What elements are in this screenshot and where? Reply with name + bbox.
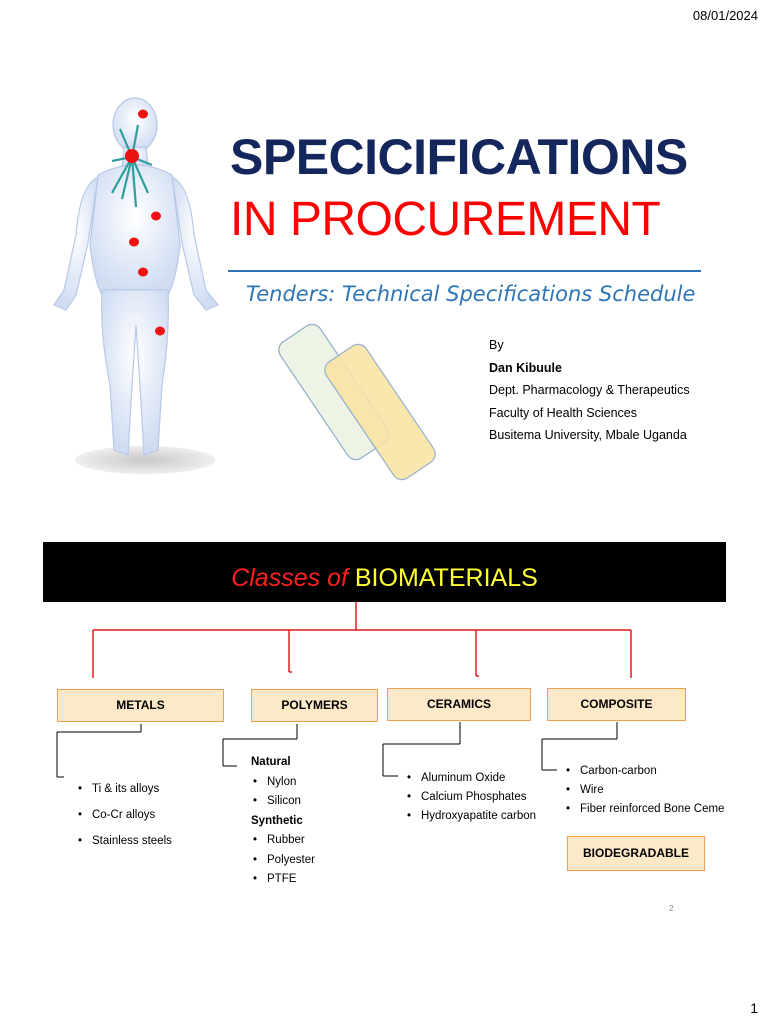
natural-heading: Natural bbox=[251, 756, 291, 768]
list-item: Ti & its alloys bbox=[76, 776, 172, 802]
list-item: Hydroxyapatite carbon bbox=[405, 807, 536, 826]
composite-list: Carbon-carbon Wire Fiber reinforced Bone… bbox=[564, 762, 726, 819]
banner-title-part2: BIOMATERIALS bbox=[354, 564, 538, 592]
page-number: 1 bbox=[750, 1000, 758, 1016]
metals-box: METALS bbox=[57, 689, 224, 722]
list-item: Nylon bbox=[251, 773, 315, 793]
subtitle: Tenders: Technical Specifications Schedu… bbox=[246, 282, 696, 306]
list-item: Fiber reinforced Bone Ceme bbox=[564, 800, 726, 819]
banner-title: Classes of BIOMATERIALS bbox=[43, 542, 726, 602]
author-name: Dan Kibuule bbox=[489, 360, 562, 375]
list-item: Stainless steels bbox=[76, 828, 172, 854]
date-label: 08/01/2024 bbox=[692, 8, 758, 23]
list-item: Aluminum Oxide bbox=[405, 769, 536, 788]
title-line-2: IN PROCUREMENT bbox=[230, 193, 661, 246]
author-university: Busitema University, Mbale Uganda bbox=[489, 428, 687, 442]
decorative-rectangles bbox=[278, 323, 436, 481]
list-item: Rubber bbox=[251, 831, 315, 851]
title-divider bbox=[228, 270, 701, 272]
human-body-illustration bbox=[53, 97, 219, 474]
banner-title-part1: Classes of bbox=[231, 564, 355, 592]
list-item: Calcium Phosphates bbox=[405, 788, 536, 807]
author-block: By Dan Kibuule Dept. Pharmacology & Ther… bbox=[489, 334, 690, 447]
ceramics-box: CERAMICS bbox=[387, 688, 531, 721]
author-faculty: Faculty of Health Sciences bbox=[489, 405, 637, 420]
biodegradable-box: BIODEGRADABLE bbox=[567, 836, 705, 871]
author-by: By bbox=[489, 338, 504, 352]
author-department: Dept. Pharmacology & Therapeutics bbox=[489, 383, 690, 397]
list-item: PTFE bbox=[251, 870, 315, 890]
polymers-list: Natural Nylon Silicon Synthetic Rubber P… bbox=[251, 753, 315, 890]
ceramics-list: Aluminum Oxide Calcium Phosphates Hydrox… bbox=[405, 769, 536, 826]
polymers-box: POLYMERS bbox=[251, 689, 378, 722]
hierarchy-connectors bbox=[56, 602, 632, 778]
list-item: Silicon bbox=[251, 792, 315, 812]
list-item: Polyester bbox=[251, 851, 315, 871]
metals-list: Ti & its alloys Co-Cr alloys Stainless s… bbox=[76, 776, 172, 854]
composite-box: COMPOSITE bbox=[547, 688, 686, 721]
list-item: Wire bbox=[564, 781, 726, 800]
list-item: Carbon-carbon bbox=[564, 762, 726, 781]
slide-number: 2 bbox=[669, 904, 674, 913]
title-line-1: SPECICIFICATIONS bbox=[230, 129, 688, 185]
list-item: Co-Cr alloys bbox=[76, 802, 172, 828]
synthetic-heading: Synthetic bbox=[251, 814, 303, 827]
